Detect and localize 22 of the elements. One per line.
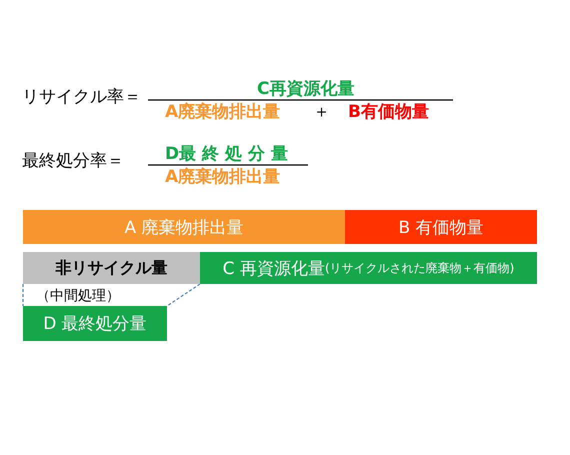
bar-label: C 再資源化量	[222, 258, 325, 280]
numerator-term: C再資源化量	[257, 81, 354, 98]
dashed-connector	[166, 284, 200, 306]
formula-label: リサイクル率＝	[22, 89, 141, 106]
denominator-term: B有価物量	[348, 104, 429, 121]
plus-sign: ＋	[313, 104, 330, 121]
bar-label: A 廃棄物排出量	[124, 216, 244, 238]
non-recycled-bar	[23, 252, 200, 284]
process-note: （中間処理）	[36, 289, 120, 303]
formula-label: 最終処分率＝	[22, 153, 124, 170]
numerator-term: D最 終 処 分 量	[165, 146, 288, 163]
final-disposal-bar	[23, 306, 167, 341]
denominator-term: A廃棄物排出量	[165, 104, 280, 121]
bar-label: D 最終処分量	[43, 313, 147, 335]
dashed-connector	[22, 284, 24, 306]
valuables-bar	[345, 210, 537, 244]
waste-output-bar	[23, 210, 345, 244]
denominator-term: A廃棄物排出量	[165, 169, 280, 186]
bar-label: 非リサイクル量	[56, 258, 168, 278]
bar-note: (リサイクルされた廃棄物＋有価物)	[324, 260, 514, 276]
recycled-bar	[200, 252, 537, 284]
bar-label: B 有価物量	[398, 216, 484, 238]
